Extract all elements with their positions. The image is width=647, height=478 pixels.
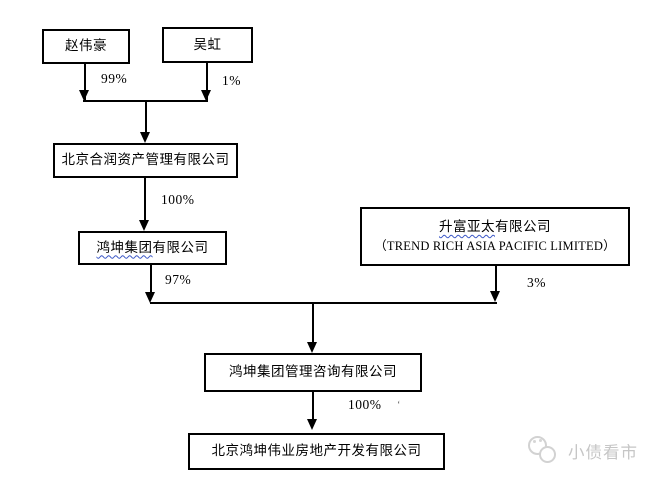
node-trend-rich-label-rest: 有限公司 [495,218,551,234]
node-trend-rich: 升富亚太有限公司 （TREND RICH ASIA PACIFIC LIMITE… [360,207,630,266]
node-zhao-weihao: 赵伟豪 [42,29,130,64]
connector-consulting-vline [312,392,314,420]
node-hongkun-group-label: 鸿坤集团有限公司 [97,240,209,257]
arrowhead-into-weiye [307,419,317,430]
ownership-label-99: 99% [101,71,128,86]
arrowhead-into-group [139,220,149,231]
connector-group-vline [150,265,152,293]
node-beijing-herun: 北京合润资产管理有限公司 [53,143,238,178]
arrowhead-trend-junction [490,291,500,302]
arrowhead-into-herun [140,132,150,143]
node-wu-hong: 吴虹 [162,27,253,63]
node-hongkun-group-label-underlined: 鸿坤集团 [96,239,153,255]
watermark-text: 小债看市 [568,442,638,462]
arrowhead-wu [201,90,211,101]
connector-trend-vline [495,266,497,292]
node-hongkun-weiye: 北京鸿坤伟业房地产开发有限公司 [188,433,445,470]
connector-herun-to-group-vline [144,178,146,221]
stray-mark: ‘ [397,400,401,411]
node-beijing-herun-label: 北京合润资产管理有限公司 [61,152,230,168]
node-trend-rich-label-en: （TREND RICH ASIA PACIFIC LIMITED） [374,238,616,253]
ownership-label-100-b: 100% [348,397,382,412]
arrowhead-zhao [79,90,89,101]
connector-top-merge-hline [83,100,208,102]
watermark: 小债看市 [526,435,638,466]
node-trend-rich-label-underlined: 升富亚太 [439,218,495,234]
node-hongkun-consulting-label: 鸿坤集团管理咨询有限公司 [229,364,397,380]
connector-mid-merge-hline [150,302,497,304]
node-trend-rich-label-cn: 升富亚太有限公司 [439,219,551,236]
connector-merge-to-consulting-vline [312,303,314,342]
node-hongkun-consulting: 鸿坤集团管理咨询有限公司 [204,353,422,392]
connector-merge-to-herun-vline [145,101,147,133]
node-wu-hong-label: 吴虹 [193,36,222,52]
ownership-label-100-a: 100% [161,192,195,207]
arrowhead-group-junction [145,292,155,303]
node-hongkun-group: 鸿坤集团有限公司 [78,231,227,265]
ownership-label-1: 1% [222,73,241,88]
node-zhao-weihao-label: 赵伟豪 [65,38,107,54]
ownership-label-97: 97% [165,272,192,287]
ownership-label-3: 3% [527,275,546,290]
node-hongkun-group-label-rest: 有限公司 [152,239,209,255]
arrowhead-into-consulting [307,342,317,353]
node-hongkun-weiye-label: 北京鸿坤伟业房地产开发有限公司 [211,443,422,459]
connector-zhao-vline [84,64,86,100]
watermark-logo-icon [526,435,562,466]
connector-wu-vline [206,63,208,100]
